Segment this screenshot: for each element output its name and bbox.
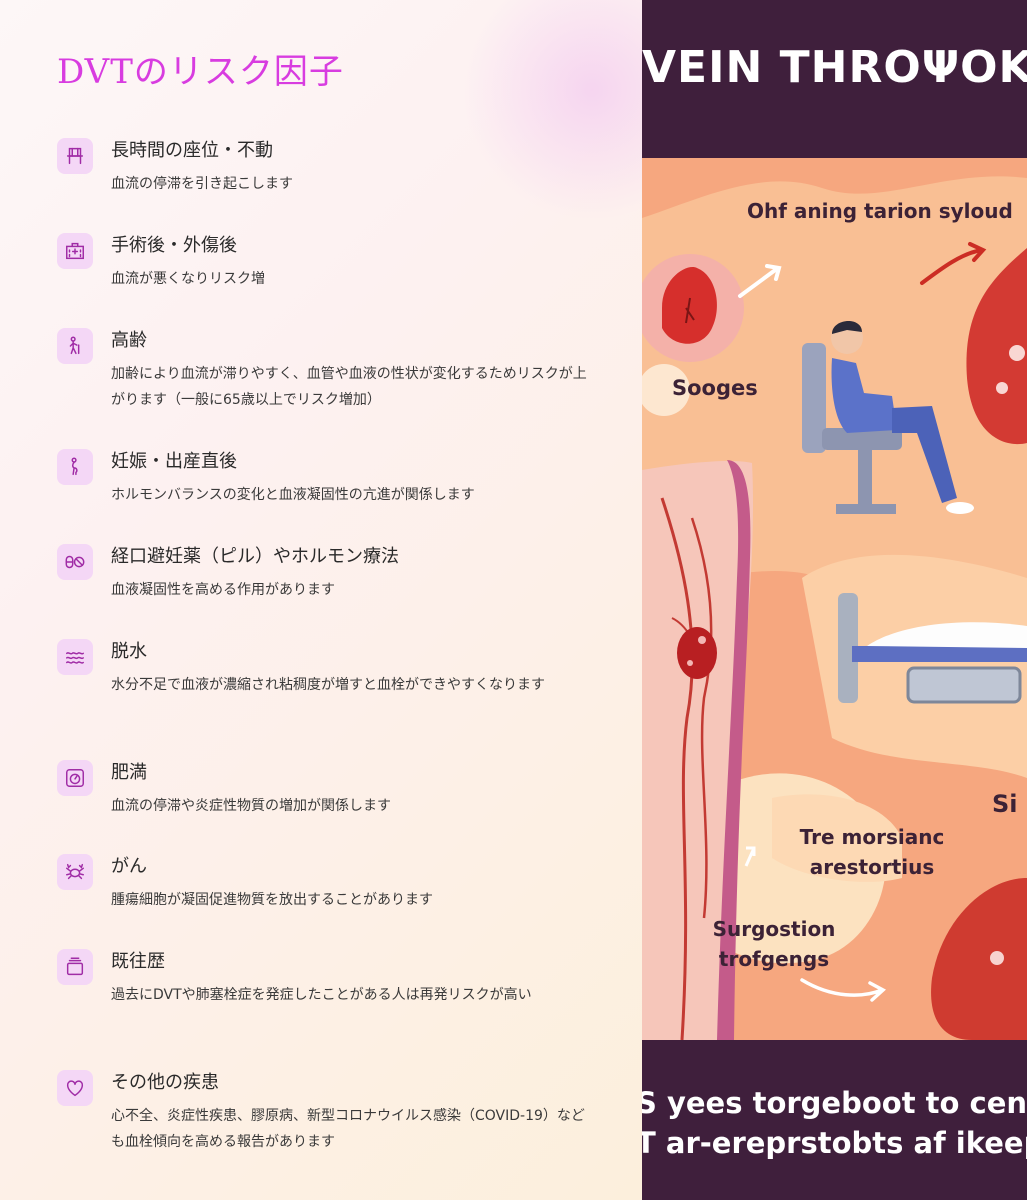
infographic-label-1: Ohf aning tarion syloud xyxy=(747,199,1013,223)
infographic-footer-line2: T ar-ereprstobts af ikeep xyxy=(642,1126,1027,1160)
water-icon xyxy=(57,639,93,675)
infographic-illustration xyxy=(642,158,1027,1040)
elderly-icon xyxy=(57,328,93,364)
folder-icon xyxy=(57,949,93,985)
risk-item-desc: 水分不足で血液が濃縮され粘稠度が増すと血栓ができやすくなります xyxy=(111,677,545,693)
risk-item-title: 脱水 xyxy=(111,641,147,662)
risk-item-title: 手術後・外傷後 xyxy=(111,235,237,256)
risk-item-title: 高齢 xyxy=(111,330,147,351)
crab-icon xyxy=(57,854,93,890)
heart-icon xyxy=(57,1070,93,1106)
risk-item-desc: 過去にDVTや肺塞栓症を発症したことがある人は再発リスクが高い xyxy=(111,987,532,1003)
risk-factor-panel: DVTのリスク因子 長時間の座位・不動 血流の停滞を引き起こします 手術後・外傷… xyxy=(0,0,642,1200)
risk-item-title: がん xyxy=(111,856,147,877)
hospital-icon xyxy=(57,233,93,269)
infographic-label-4: Surgostion trofgengs xyxy=(712,917,836,971)
risk-item-title: 妊娠・出産直後 xyxy=(111,451,237,472)
risk-item-desc: ホルモンバランスの変化と血液凝固性の亢進が関係します xyxy=(111,487,475,503)
risk-item-desc: 血流の停滞や炎症性物質の増加が関係します xyxy=(111,798,391,814)
infographic-label-2: Sooges xyxy=(672,376,758,400)
pregnant-icon xyxy=(57,449,93,485)
dvt-infographic-image: VEIN THROΨOK xyxy=(642,0,1027,1200)
risk-item-title: 既往歴 xyxy=(111,951,165,972)
risk-item-title: 長時間の座位・不動 xyxy=(111,140,273,161)
risk-item-title: 経口避妊薬（ピル）やホルモン療法 xyxy=(111,546,399,567)
risk-item-desc: 血流が悪くなりリスク増 xyxy=(111,271,265,287)
risk-item-desc: 腫瘍細胞が凝固促進物質を放出することがあります xyxy=(111,892,433,908)
risk-item-desc: 血流の停滞を引き起こします xyxy=(111,176,293,192)
risk-item-title: その他の疾患 xyxy=(111,1072,219,1093)
risk-item-desc: 加齢により血流が滞りやすく、血管や血液の性状が変化するためリスクが上がります（一… xyxy=(111,366,587,408)
scale-icon xyxy=(57,760,93,796)
risk-item-desc: 血液凝固性を高める作用があります xyxy=(111,582,335,598)
risk-item-desc: 心不全、炎症性疾患、膠原病、新型コロナウイルス感染（COVID-19）なども血栓… xyxy=(111,1108,585,1150)
infographic-label-5: Si xyxy=(992,790,1018,818)
infographic-header: VEIN THROΨOK xyxy=(642,42,1027,93)
page-title: DVTのリスク因子 xyxy=(57,52,344,92)
infographic-footer-line1: S yees torgeboot to cenel xyxy=(642,1086,1027,1120)
risk-item-title: 肥満 xyxy=(111,762,147,783)
chair-icon xyxy=(57,138,93,174)
infographic-label-3: Tre morsianc arestortius xyxy=(799,825,945,879)
pill-icon xyxy=(57,544,93,580)
